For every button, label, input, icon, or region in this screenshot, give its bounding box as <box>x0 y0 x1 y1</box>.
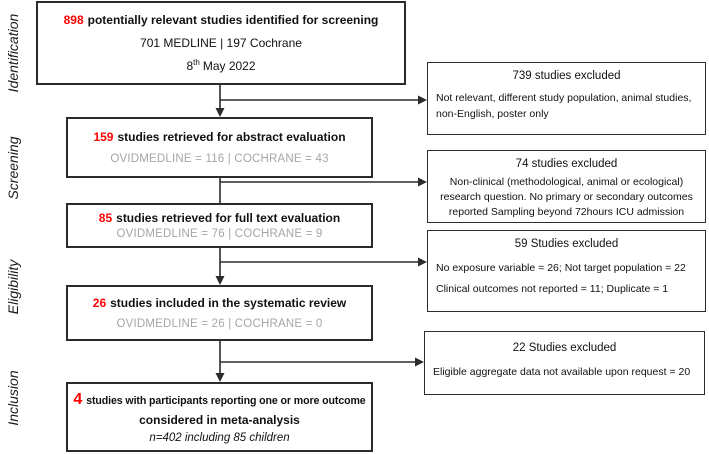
exclusion-22-title: 22 Studies excluded <box>512 342 617 354</box>
exclusion-box-identification: 739 studies excluded Not relevant, diffe… <box>427 62 706 135</box>
review-count: 26 <box>92 296 107 311</box>
stage-label-eligibility: Eligibility <box>5 259 21 315</box>
exclusion-59-title: 59 Studies excluded <box>514 238 619 250</box>
review-sources: OVIDMEDLINE = 26 | COCHRANE = 0 <box>116 317 323 330</box>
review-label: studies included in the systematic revie… <box>110 296 347 311</box>
exclusion-59-reasons-1: No exposure variable = 26; Not target po… <box>436 262 686 274</box>
exclusion-59-reasons-2: Clinical outcomes not reported = 11; Dup… <box>436 283 669 295</box>
date-day: 8 <box>186 58 194 73</box>
exclusion-box-eligibility: 59 Studies excluded No exposure variable… <box>427 230 706 312</box>
fulltext-label: studies retrieved for full text evaluati… <box>116 210 341 225</box>
stage-label-screening: Screening <box>5 136 21 200</box>
exclusion-74-reasons: Non-clinical (methodological, animal or … <box>440 176 693 219</box>
identified-sources: 701 MEDLINE | 197 Cochrane <box>140 35 302 50</box>
exclusion-box-screening: 74 studies excluded Non-clinical (method… <box>427 150 706 223</box>
abstract-count: 159 <box>93 130 114 144</box>
meta-label: studies with participants reporting one … <box>86 394 366 407</box>
date-ordinal: th <box>193 57 200 67</box>
date-rest: May 2022 <box>202 58 256 73</box>
stage-label-identification: Identification <box>5 13 21 93</box>
meta-count: 4 <box>73 390 83 408</box>
exclusion-22-reasons: Eligible aggregate data not available up… <box>433 366 691 378</box>
fulltext-sources: OVIDMEDLINE = 76 | COCHRANE = 9 <box>116 228 323 241</box>
abstract-label: studies retrieved for abstract evaluatio… <box>117 130 346 144</box>
exclusion-739-title: 739 studies excluded <box>512 70 621 82</box>
abstract-sources: OVIDMEDLINE = 116 | COCHRANE = 43 <box>110 153 329 165</box>
stage-label-inclusion: Inclusion <box>5 370 21 426</box>
identified-count: 898 <box>63 13 84 28</box>
identified-label: potentially relevant studies identified … <box>87 13 379 28</box>
fulltext-count: 85 <box>98 210 113 225</box>
exclusion-box-inclusion: 22 Studies excluded Eligible aggregate d… <box>424 331 705 395</box>
meta-label-line2: considered in meta-analysis <box>139 413 300 427</box>
meta-note: n=402 including 85 children <box>149 431 290 444</box>
exclusion-739-reasons: Not relevant, different study population… <box>436 92 692 120</box>
exclusion-74-title: 74 studies excluded <box>515 158 618 170</box>
